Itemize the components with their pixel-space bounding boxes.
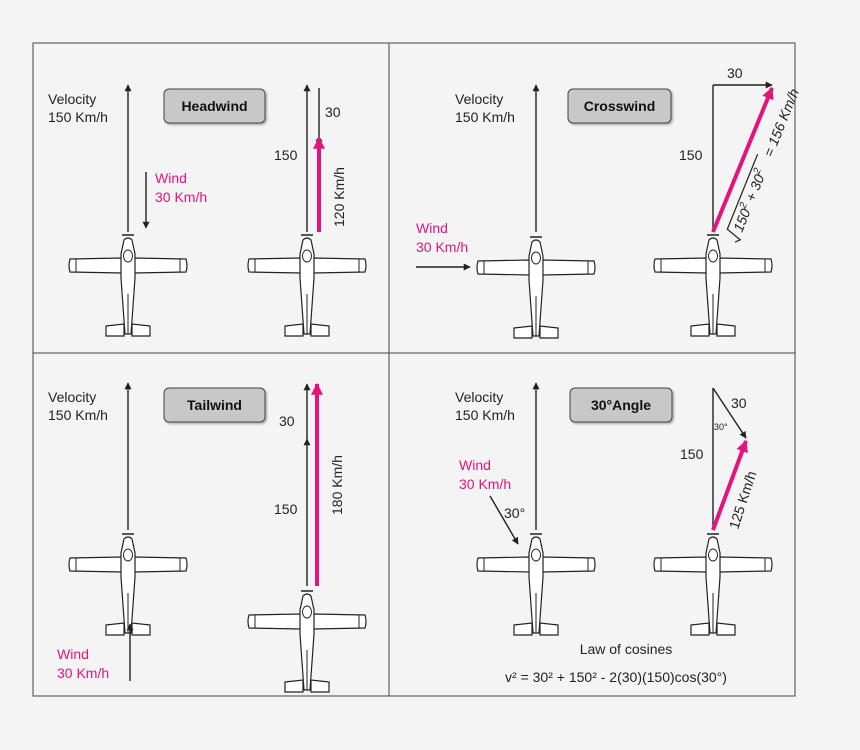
law-of-cosines-formula: v² = 30² + 150² - 2(30)(150)cos(30°) [505, 669, 727, 685]
headwind-badge [163, 88, 266, 124]
wind-label: Wind [155, 170, 187, 186]
velocity-magnitude: 150 [274, 501, 298, 517]
velocity-magnitude: 150 [679, 147, 703, 163]
crosswind-badge [567, 88, 672, 124]
velocity-value: 150 Km/h [455, 407, 515, 423]
angle-title: 30°Angle [591, 397, 651, 413]
velocity-label: Velocity [48, 91, 96, 107]
headwind-title: Headwind [181, 98, 247, 114]
resultant-label: 120 Km/h [331, 167, 347, 227]
velocity-label: Velocity [48, 389, 96, 405]
wind-label: Wind [416, 220, 448, 236]
velocity-value: 150 Km/h [455, 109, 515, 125]
crosswind-title: Crosswind [584, 98, 656, 114]
resultant-vector [711, 86, 774, 233]
panel-headwind: Velocity 150 Km/h Headwind Wind 30 Km/h … [48, 84, 367, 337]
wind-value: 30 Km/h [57, 665, 109, 681]
wind-magnitude: 30 [727, 65, 743, 81]
velocity-label: Velocity [455, 389, 503, 405]
inner-angle-label: 30° [714, 422, 728, 432]
wind-label: Wind [57, 646, 89, 662]
panel-angle: Velocity 150 Km/h 30°Angle Wind 30 Km/h … [455, 382, 773, 685]
angle-badge [569, 387, 673, 423]
wind-value: 30 Km/h [416, 239, 468, 255]
tailwind-title: Tailwind [187, 397, 242, 413]
wind-value: 30 Km/h [155, 189, 207, 205]
diagram-frame [32, 42, 796, 697]
panel-tailwind: Velocity 150 Km/h Tailwind Wind 30 Km/h … [48, 382, 367, 693]
resultant-vector [711, 439, 748, 531]
velocity-magnitude: 150 [680, 446, 704, 462]
velocity-value: 150 Km/h [48, 407, 108, 423]
resultant-label: 180 Km/h [329, 455, 345, 515]
wind-magnitude: 30 [325, 104, 341, 120]
wind-arrow [489, 495, 519, 545]
velocity-value: 150 Km/h [48, 109, 108, 125]
wind-angle-label: 30° [504, 505, 525, 521]
velocity-label: Velocity [455, 91, 503, 107]
wind-vector [712, 387, 747, 439]
wind-value: 30 Km/h [459, 476, 511, 492]
wind-label: Wind [459, 457, 491, 473]
velocity-magnitude: 150 [274, 147, 298, 163]
law-of-cosines-title: Law of cosines [580, 641, 673, 657]
wind-magnitude: 30 [731, 395, 747, 411]
wind-magnitude: 30 [279, 413, 295, 429]
tailwind-badge [163, 387, 266, 423]
